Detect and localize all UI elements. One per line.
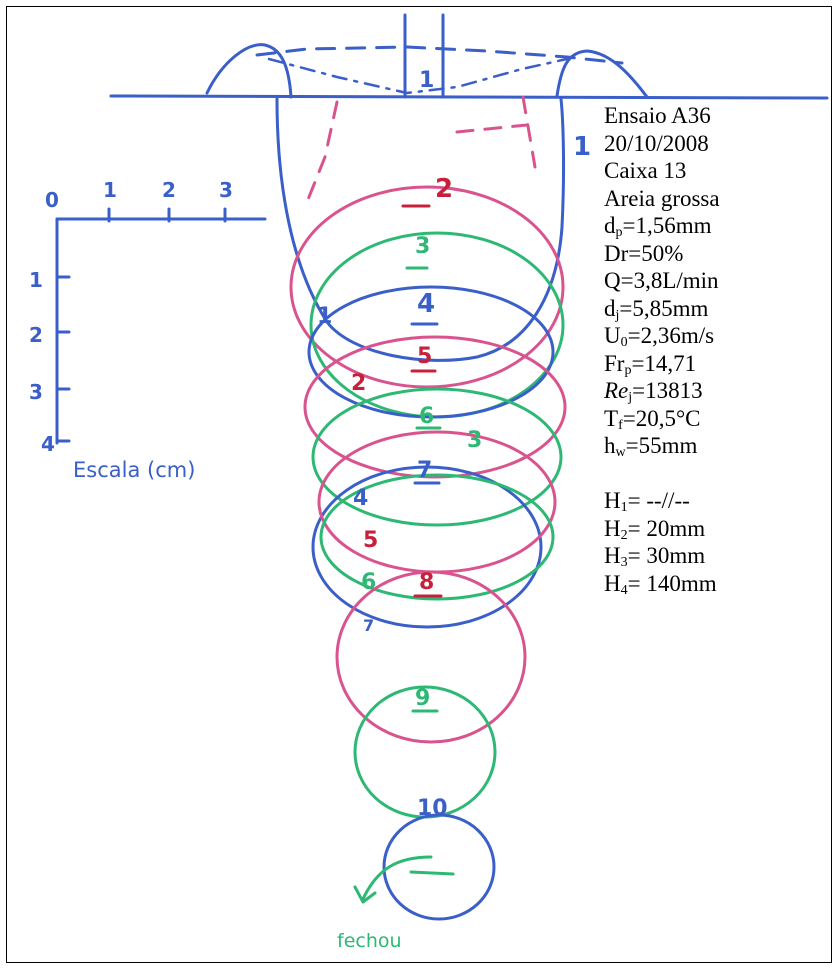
- param-dj: dj=5,85mm: [604, 295, 709, 323]
- box-id: Caixa 13: [604, 158, 687, 183]
- cavity-contour-10: [382, 813, 496, 921]
- label-1-top: 1: [419, 68, 434, 93]
- label-6-left: 6: [361, 570, 376, 595]
- label-underlines: [401, 204, 455, 876]
- param-rej: Rej=13813: [604, 378, 703, 405]
- crater-dashed-top: [255, 45, 624, 65]
- label-7: 7: [417, 458, 432, 483]
- scale-x-tick-2: 2: [162, 178, 176, 202]
- label-2-left: 2: [351, 371, 366, 396]
- crater-dashdot-inner: [267, 57, 569, 95]
- param-dp: dp=1,56mm: [604, 213, 712, 240]
- scale-y-tick-1: 1: [29, 268, 43, 292]
- label-4-left: 4: [353, 486, 368, 511]
- cavity-contour-8: [335, 570, 527, 744]
- cavity-contour-5: [303, 335, 567, 479]
- cavity-contour-6b: [319, 473, 555, 601]
- label-7-left: 7: [363, 616, 374, 635]
- sketch-canvas: 0 1 2 3 1 2 3 4 Escala (cm) 1 1 1 2 2 3 …: [29, 13, 829, 952]
- label-4: 4: [417, 289, 435, 319]
- cavity-contour-7: [311, 465, 543, 629]
- param-q: Q=3,8L/min: [604, 268, 719, 293]
- label-8: 8: [419, 570, 434, 595]
- cavity-contour-4: [307, 285, 555, 419]
- param-tf: Tf=20,5°C: [604, 405, 701, 433]
- spacer: [604, 460, 804, 488]
- test-parameters-panel: Ensaio A36 20/10/2008 Caixa 13 Areia gro…: [604, 102, 804, 597]
- param-dr: Dr=50%: [604, 240, 684, 266]
- label-10: 10: [417, 796, 448, 821]
- drawing-frame: 0 1 2 3 1 2 3 4 Escala (cm) 1 1 1 2 2 3 …: [6, 6, 832, 963]
- label-9: 9: [415, 686, 430, 711]
- scale-x-tick-1: 1: [103, 178, 117, 202]
- label-2: 2: [435, 174, 453, 204]
- label-3-right: 3: [467, 428, 482, 453]
- param-u0: U0=2,36m/s: [604, 323, 715, 350]
- label-1-left: 1: [317, 304, 332, 329]
- scale-y-tick-4: 4: [41, 432, 55, 456]
- param-h2: H2= 20mm: [604, 515, 706, 543]
- label-1-right: 1: [573, 132, 591, 162]
- cavity-contour-2-dashed: [305, 95, 537, 204]
- test-title: Ensaio A36: [604, 103, 711, 128]
- param-h1: H1= --//--: [604, 488, 690, 515]
- sand-type: Areia grossa: [604, 185, 720, 211]
- closed-arrow: [353, 855, 433, 904]
- test-date: 20/10/2008: [604, 130, 709, 156]
- sand-surface-line: [109, 94, 829, 100]
- scale-x-tick-0: 0: [45, 188, 59, 212]
- label-5-left: 5: [363, 528, 378, 553]
- param-h4: H4= 140mm: [604, 570, 717, 598]
- cavity-contour-1: [275, 97, 566, 362]
- param-h3: H3= 30mm: [604, 543, 706, 570]
- scale-label: Escala (cm): [73, 458, 195, 482]
- nozzle-pipe: [403, 13, 445, 99]
- scale-x-tick-3: 3: [219, 178, 233, 202]
- label-3: 3: [415, 234, 430, 259]
- cavity-contour-2: [289, 185, 565, 389]
- cavity-contour-6: [311, 387, 563, 527]
- scale-y-tick-2: 2: [29, 323, 43, 347]
- label-5: 5: [417, 344, 432, 369]
- param-frp: Frp=14,71: [604, 350, 697, 378]
- crater-mound-contour: [205, 43, 649, 99]
- label-6: 6: [419, 404, 434, 429]
- scale-axes: [55, 207, 267, 445]
- scale-y-tick-3: 3: [29, 380, 43, 404]
- param-hw: hw=55mm: [604, 433, 698, 460]
- label-closed: fechou: [337, 930, 402, 952]
